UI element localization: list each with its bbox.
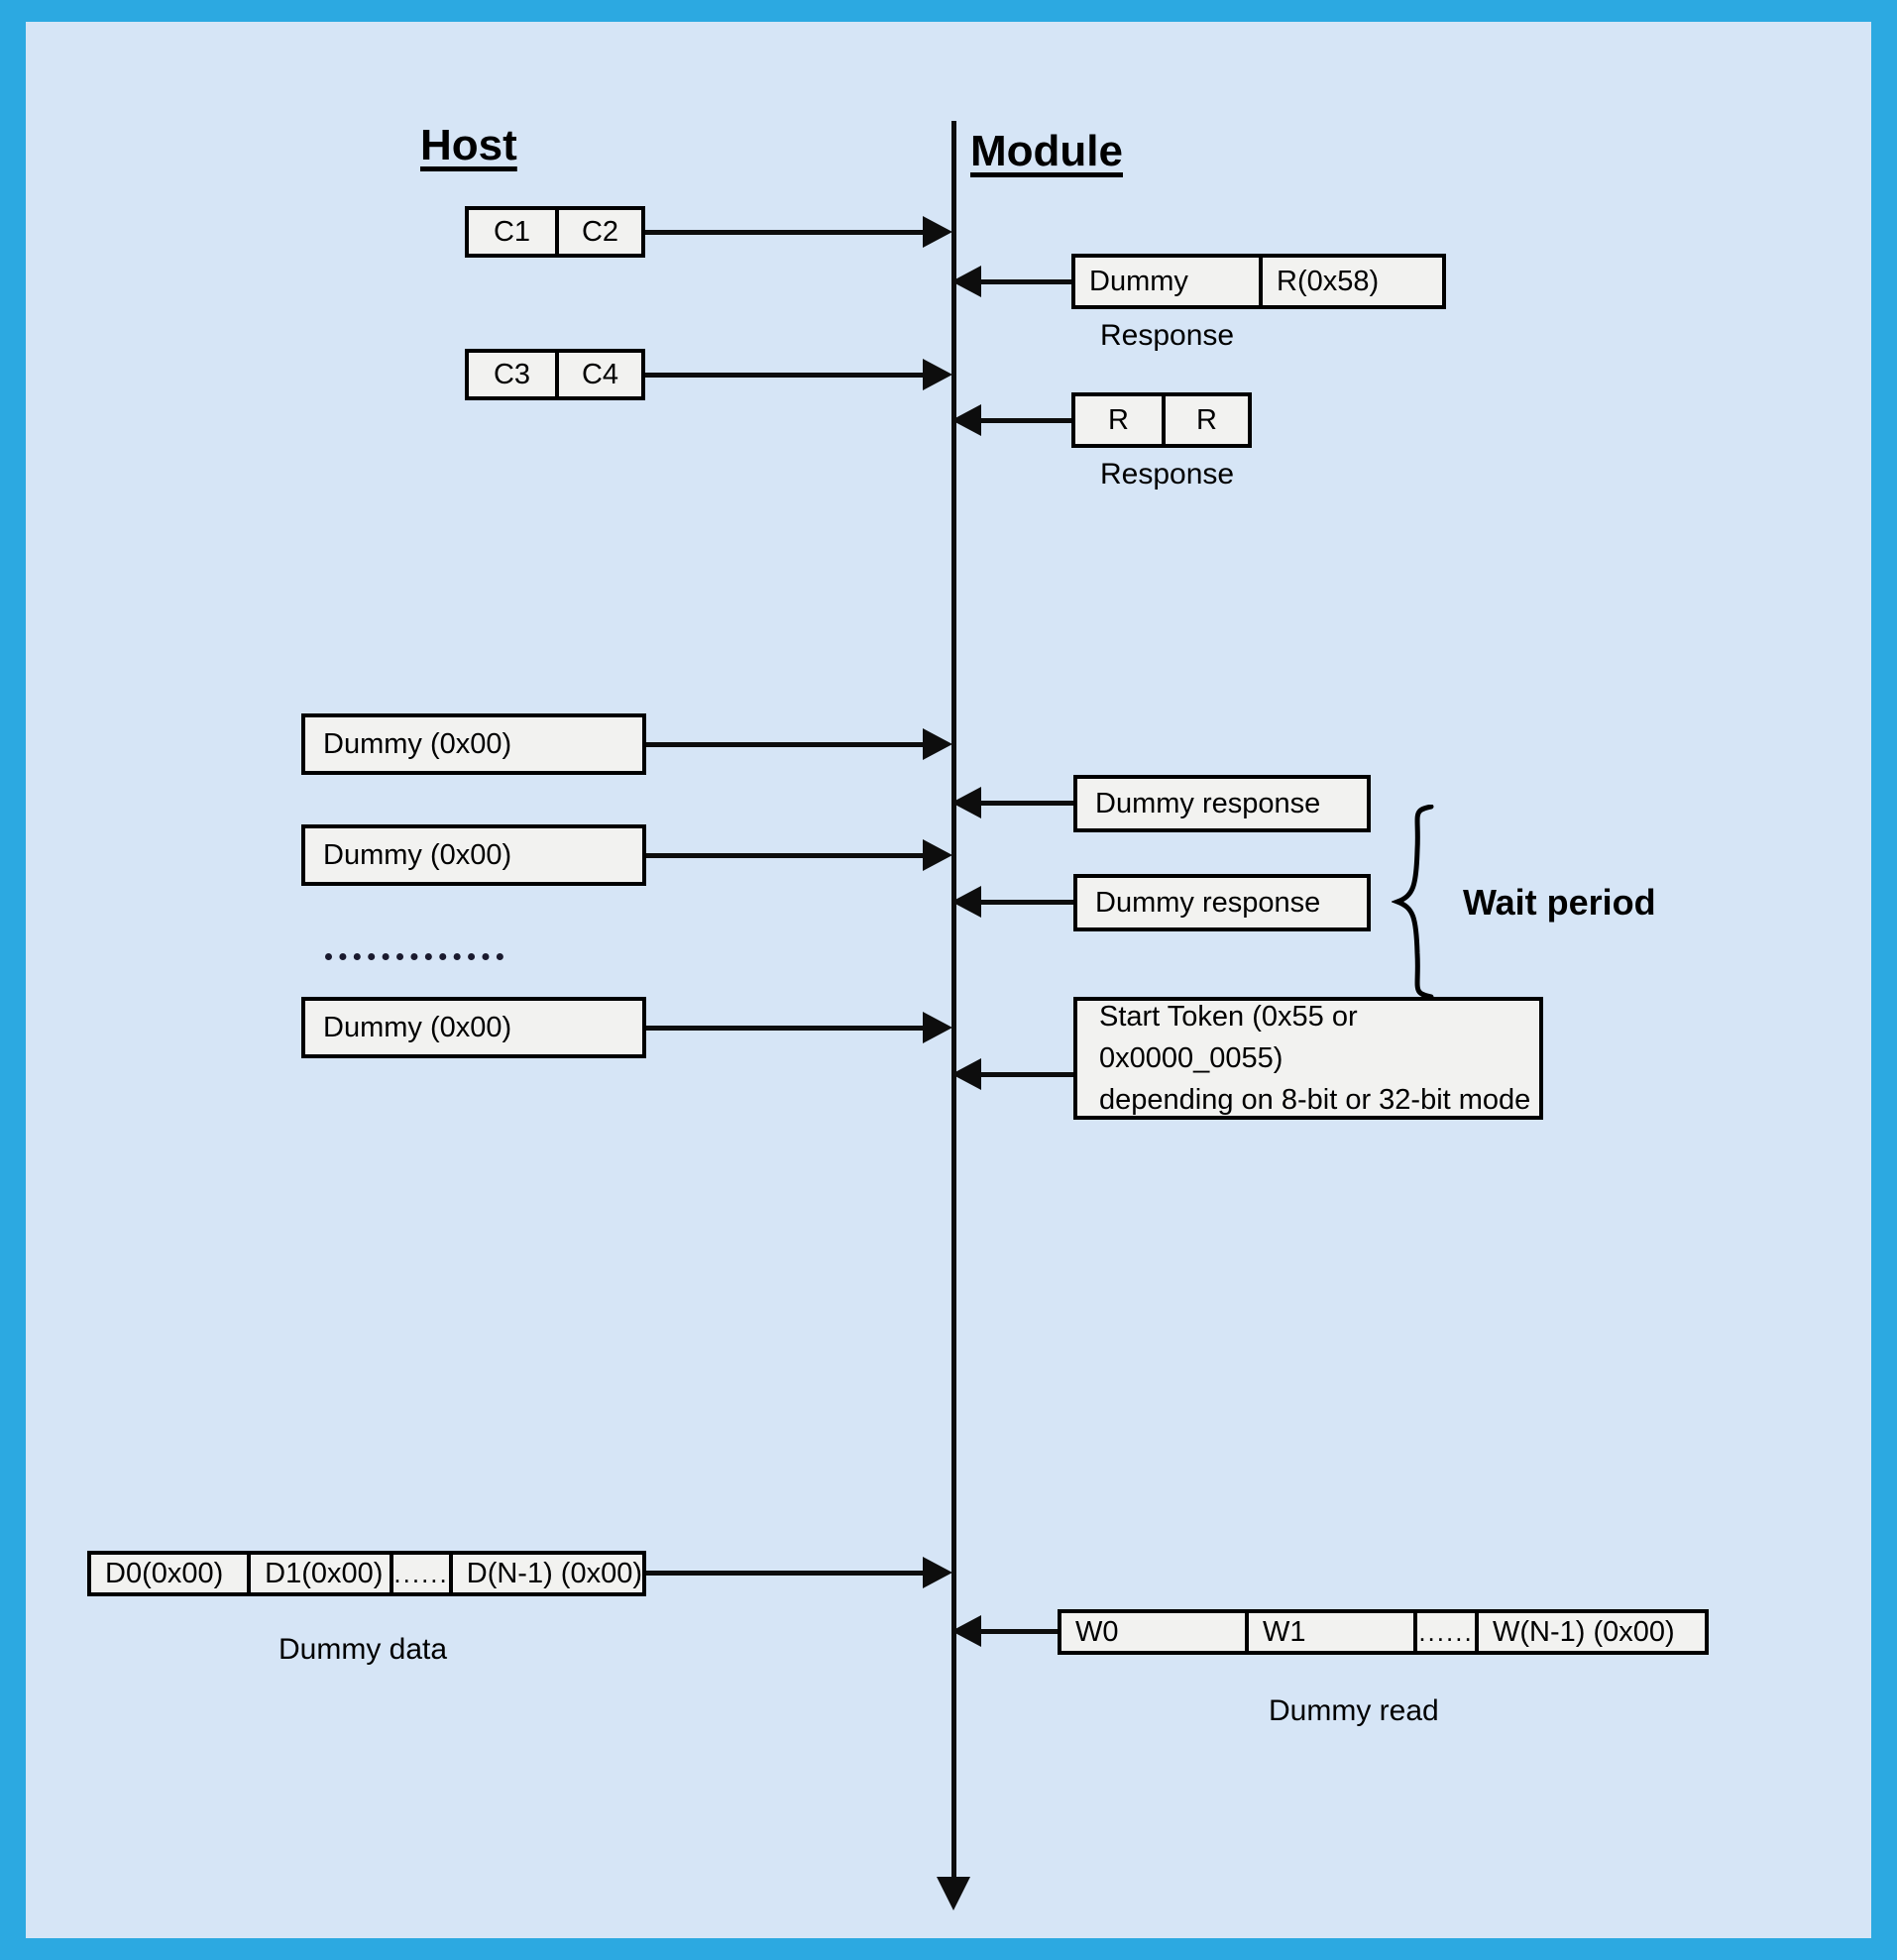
response-box-dummy-r58[interactable]: Dummy R(0x58) — [1071, 254, 1446, 309]
arrow-line-dresp2 — [980, 900, 1073, 905]
caption-response-1: Response — [1100, 319, 1235, 352]
arrow-right-icon — [923, 839, 952, 871]
dummy-data-row[interactable]: D0(0x00) D1(0x00) ...... D(N-1) (0x00) — [87, 1551, 646, 1596]
diagram-canvas: Host Module C1 C2 Dummy R(0x58) Response… — [26, 22, 1871, 1938]
cell-d0: D0(0x00) — [105, 1557, 224, 1589]
caption-dummy-read: Dummy read — [1269, 1694, 1439, 1727]
dummy-host-box-2[interactable]: Dummy (0x00) — [301, 824, 646, 886]
cell-w1: W1 — [1245, 1613, 1413, 1651]
dummy-response-box-1[interactable]: Dummy response — [1073, 775, 1371, 832]
arrow-left-icon — [951, 404, 981, 436]
curly-brace-icon — [1392, 805, 1434, 999]
arrow-line-resp2 — [980, 418, 1071, 423]
cell-c1: C1 — [493, 215, 531, 248]
lifeline-arrow-icon — [937, 1877, 970, 1910]
cell-data-ellipsis: ...... — [390, 1555, 448, 1592]
dummy-read-row[interactable]: W0 W1 ...... W(N-1) (0x00) — [1058, 1609, 1709, 1655]
cell-r-2: R — [1162, 396, 1248, 444]
arrow-left-icon — [951, 886, 981, 918]
module-lifeline — [951, 121, 956, 1883]
cell-wn1: W(N-1) (0x00) — [1475, 1613, 1705, 1651]
ellipsis-icon — [325, 953, 503, 960]
arrow-right-icon — [923, 216, 952, 248]
cell-r-0x58: R(0x58) — [1259, 258, 1442, 305]
arrow-right-icon — [923, 359, 952, 390]
start-token-box[interactable]: Start Token (0x55 or 0x0000_0055) depend… — [1073, 997, 1543, 1120]
arrow-right-icon — [923, 728, 952, 760]
arrow-line-dummy-data — [646, 1571, 926, 1576]
cell-d1: D1(0x00) — [247, 1555, 390, 1592]
arrow-left-icon — [951, 1058, 981, 1090]
arrow-line-dummy-read — [980, 1629, 1058, 1634]
arrow-line-dummy3 — [646, 1026, 926, 1031]
cell-r-1: R — [1108, 403, 1129, 436]
arrow-right-icon — [923, 1557, 952, 1588]
dummy-response-box-2[interactable]: Dummy response — [1073, 874, 1371, 931]
command-box-c3c4[interactable]: C3 C4 — [465, 349, 645, 400]
cell-c3: C3 — [493, 358, 531, 390]
arrow-line-resp1 — [980, 279, 1071, 284]
arrow-line-cmd1 — [645, 230, 926, 235]
arrow-line-start-token — [980, 1072, 1073, 1077]
cell-read-ellipsis: ...... — [1413, 1613, 1475, 1651]
start-token-line-1: Start Token (0x55 or 0x0000_0055) — [1099, 1000, 1358, 1074]
arrow-left-icon — [951, 266, 981, 297]
arrow-left-icon — [951, 787, 981, 818]
arrow-line-dummy2 — [646, 853, 926, 858]
response-box-r-r[interactable]: R R — [1071, 392, 1252, 448]
arrow-line-dummy1 — [646, 742, 926, 747]
arrow-left-icon — [951, 1615, 981, 1647]
arrow-right-icon — [923, 1012, 952, 1043]
caption-response-2: Response — [1100, 458, 1235, 490]
cell-c4: C4 — [555, 353, 641, 396]
arrow-line-dresp1 — [980, 801, 1073, 806]
caption-dummy-data: Dummy data — [279, 1633, 448, 1666]
dummy-host-box-3[interactable]: Dummy (0x00) — [301, 997, 646, 1058]
cell-dn1: D(N-1) (0x00) — [448, 1555, 642, 1592]
page-title-host: Host — [420, 121, 517, 169]
cell-c2: C2 — [555, 210, 641, 254]
cell-dummy: Dummy — [1089, 265, 1188, 297]
wait-period-label: Wait period — [1463, 882, 1656, 923]
start-token-line-2: depending on 8-bit or 32-bit mode — [1099, 1084, 1531, 1117]
cell-w0: W0 — [1075, 1615, 1119, 1648]
dummy-host-box-1[interactable]: Dummy (0x00) — [301, 713, 646, 775]
command-box-c1c2[interactable]: C1 C2 — [465, 206, 645, 258]
arrow-line-cmd2 — [645, 373, 926, 378]
page-title-module: Module — [970, 127, 1123, 175]
